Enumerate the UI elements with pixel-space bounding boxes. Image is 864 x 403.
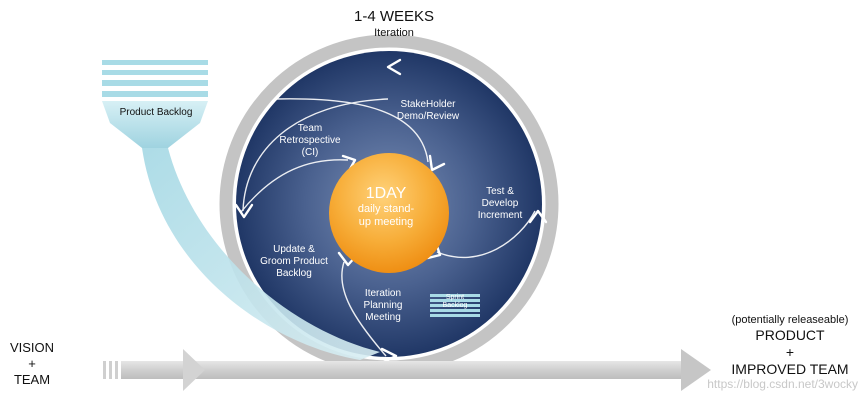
output-product-team: (potentially releaseable) PRODUCT + IMPR… [731,314,849,377]
timeline-arrow [103,349,711,391]
stage-dividers [240,98,536,357]
stage-iteration-planning: Iteration Planning Meeting [363,288,403,323]
daily-standup-circle [329,153,449,273]
input-vision-team: VISION + TEAM [9,340,55,387]
product-backlog-funnel [102,60,208,148]
stage-team-retrospective: Team Retrospective (CI) [279,123,341,158]
backlog-ribbon [142,148,380,360]
stage-test-develop: Test & Develop Increment [477,186,523,221]
stage-stakeholder-review: StakeHolder Demo/Review [396,99,460,122]
sprint-backlog-label: Sprint Backlog [442,294,468,309]
iteration-length-title: 1-4 WEEKS [353,8,435,25]
product-backlog-label: Product Backlog [119,107,193,118]
stage-groom-backlog: Update & Groom Product Backlog [260,244,328,279]
watermark: https://blog.csdn.net/3wocky [707,377,858,391]
daily-standup-label: 1DAY daily stand- up meeting [357,185,415,228]
sprint-backlog [430,294,480,317]
iteration-subtitle: Iteration [374,27,414,39]
